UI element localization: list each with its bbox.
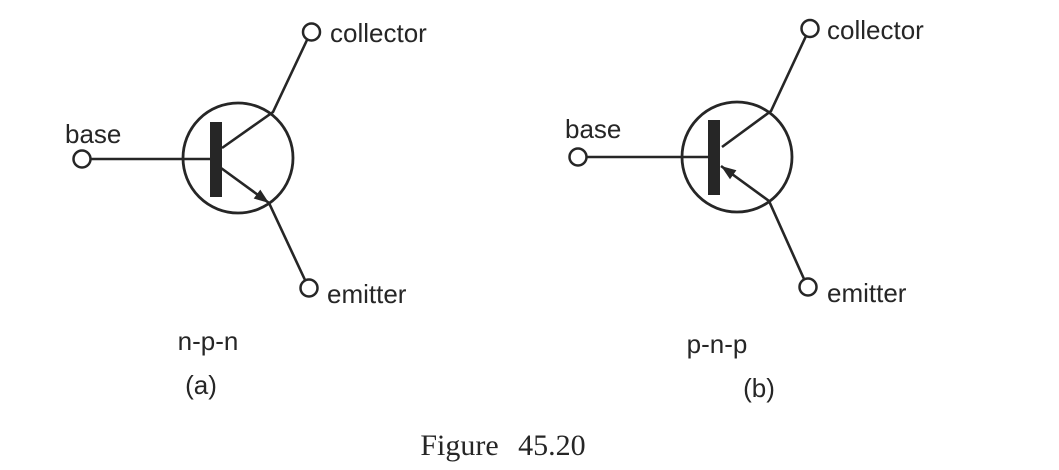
pnp-emitter-lead [720, 164, 806, 280]
pnp-index-label: (b) [743, 373, 775, 403]
npn-base-bar [210, 122, 222, 197]
npn-emitter-arrowhead-icon [253, 189, 269, 203]
npn-base-label: base [65, 119, 121, 149]
npn-type-label: n-p-n [178, 326, 239, 356]
npn-collector-terminal-circle [301, 22, 322, 42]
pnp-emitter-terminal-circle [798, 277, 818, 297]
pnp-emitter-arrowhead-icon [721, 166, 737, 180]
npn-collector-lead [221, 39, 309, 150]
pnp-base-label: base [565, 114, 621, 144]
pnp-base-terminal-circle [568, 147, 588, 167]
npn-collector-label: collector [330, 18, 427, 48]
pnp-collector-label: collector [827, 15, 924, 45]
pnp-emitter-label: emitter [827, 278, 907, 308]
npn-emitter-lead [220, 166, 307, 281]
npn-index-label: (a) [185, 370, 217, 400]
pnp-collector-terminal-circle [800, 18, 820, 39]
figure-caption: Figure 45.20 [420, 429, 585, 462]
pnp-base-bar [708, 120, 720, 195]
pnp-type-label: p-n-p [687, 329, 748, 359]
npn-transistor-symbol: base collector emitter n-p-n (a) [65, 18, 427, 400]
npn-emitter-label: emitter [327, 279, 407, 309]
pnp-transistor-symbol: base collector emitter p-n-p (b) [565, 15, 924, 403]
pnp-collector-lead [721, 35, 808, 149]
npn-emitter-terminal-circle [299, 278, 319, 298]
npn-base-terminal-circle [72, 149, 92, 169]
